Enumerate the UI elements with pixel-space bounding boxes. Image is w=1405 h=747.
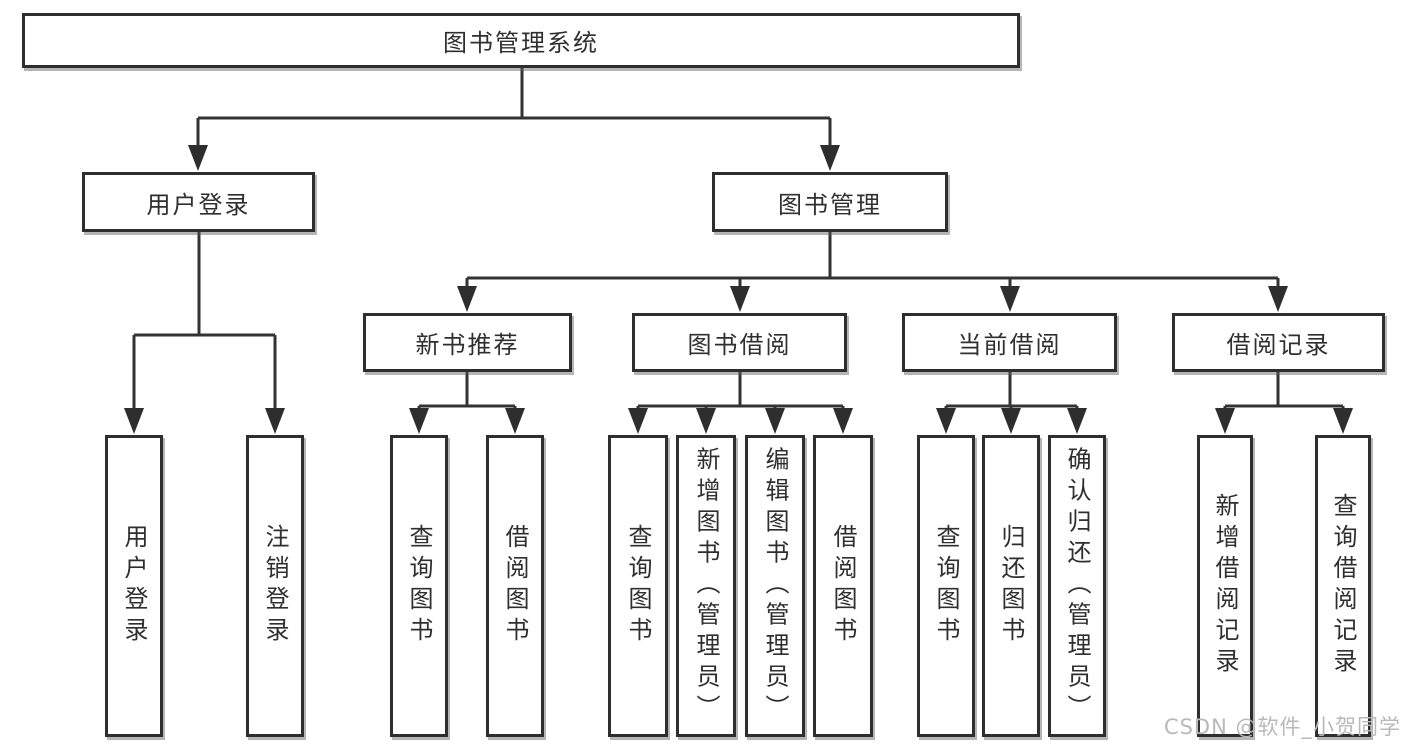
node-current-borrow: 当前借阅 [902,313,1117,372]
node-logout-action: 注销登录 [246,435,304,737]
csdn-watermark: CSDN @软件_小贺同学 [1163,715,1401,739]
node-add-books-admin: 新增图书（管理员） [676,435,736,737]
node-borrow-records: 借阅记录 [1172,313,1385,372]
node-label: 用户登录 [120,524,148,648]
node-label: 查询借阅记录 [1329,493,1357,679]
node-user-login: 用户登录 [82,172,315,232]
node-label: 确认归还（管理员） [1063,446,1091,726]
node-query-borrow-record: 查询借阅记录 [1315,435,1371,737]
node-label: 注销登录 [261,524,289,648]
node-query-books-current: 查询图书 [917,435,975,737]
node-label: 归还图书 [997,524,1025,648]
node-query-books-borrow: 查询图书 [608,435,668,737]
node-query-books-recommend: 查询图书 [390,435,448,737]
node-library-system: 图书管理系统 [22,13,1020,68]
node-book-borrow: 图书借阅 [632,313,847,372]
node-edit-books-admin: 编辑图书（管理员） [745,435,805,737]
node-label: 查询图书 [932,524,960,648]
node-add-borrow-record: 新增借阅记录 [1197,435,1253,737]
node-user-login-action: 用户登录 [105,435,163,737]
node-label: 新增图书（管理员） [692,446,720,726]
node-label: 编辑图书（管理员） [761,446,789,726]
node-label: 借阅图书 [501,524,529,648]
node-borrow-books-recommend: 借阅图书 [486,435,544,737]
node-label: 查询图书 [405,524,433,648]
node-book-management: 图书管理 [712,172,948,232]
node-label: 新增借阅记录 [1211,493,1239,679]
node-confirm-return-admin: 确认归还（管理员） [1048,435,1106,737]
node-label: 查询图书 [624,524,652,648]
node-return-books: 归还图书 [982,435,1040,737]
node-borrow-books: 借阅图书 [813,435,873,737]
node-new-book-recommend: 新书推荐 [363,313,572,372]
node-label: 借阅图书 [829,524,857,648]
